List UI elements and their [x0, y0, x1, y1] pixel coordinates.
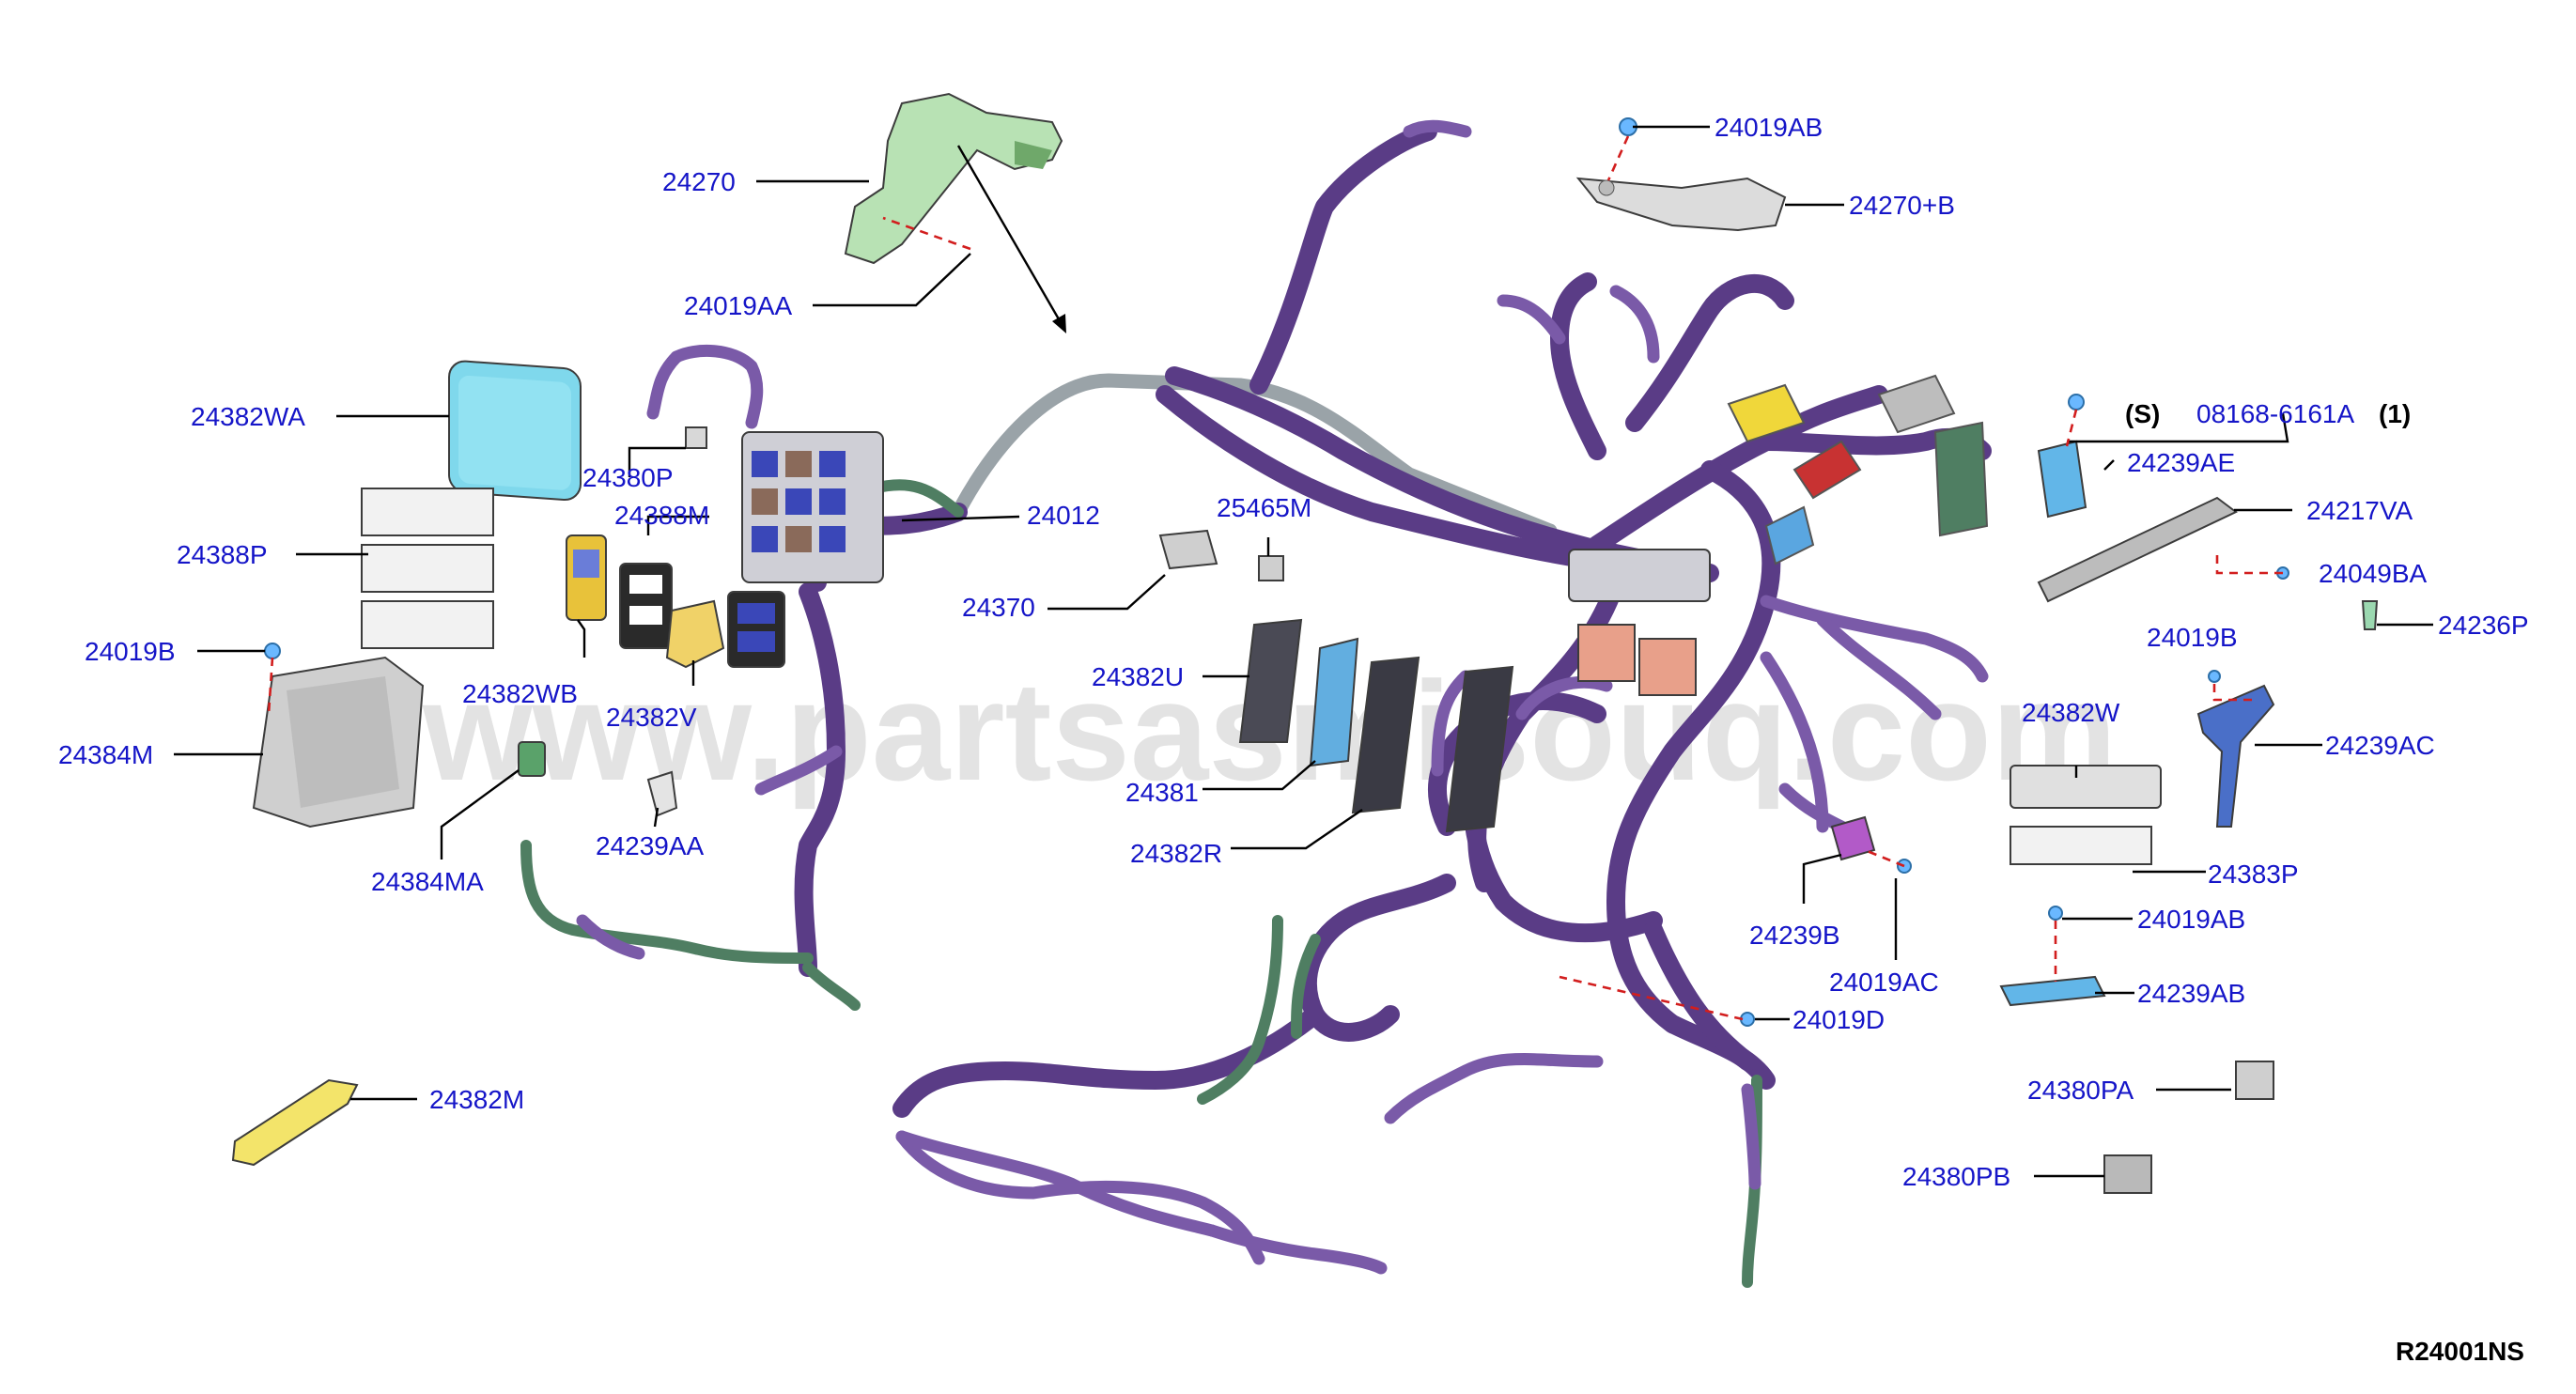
- bolt-08168-6161A[interactable]: [2068, 394, 2085, 410]
- callout-24380PA[interactable]: 24380PA: [2027, 1076, 2134, 1105]
- callout-08168-6161A[interactable]: 08168-6161A: [2196, 399, 2354, 428]
- connector-strip-24382M[interactable]: [231, 1078, 359, 1167]
- callout-24019B-right[interactable]: 24019B: [2147, 623, 2238, 652]
- callout-24239AA[interactable]: 24239AA: [596, 831, 705, 860]
- callout-24019AB-right[interactable]: 24019AB: [2137, 905, 2245, 934]
- bracket-24239AE[interactable]: [2037, 440, 2087, 519]
- connector-24380PA[interactable]: [2235, 1061, 2274, 1100]
- relay-frame-24388M[interactable]: [619, 563, 673, 649]
- callout-24239B[interactable]: 24239B: [1749, 921, 1840, 950]
- callout-24382M[interactable]: 24382M: [429, 1085, 524, 1114]
- fuse-box-cover-24382WA[interactable]: [448, 360, 582, 502]
- control-module-24384M[interactable]: [252, 656, 425, 829]
- bracket-24217VA[interactable]: [2037, 496, 2238, 603]
- callout-24380PB[interactable]: 24380PB: [1902, 1162, 2010, 1191]
- module-center[interactable]: [1445, 665, 1514, 833]
- connector-24380P[interactable]: [685, 426, 707, 449]
- relay-cover-24382V[interactable]: [665, 599, 725, 669]
- connector-25465M[interactable]: [1258, 555, 1284, 581]
- callout-24239AB[interactable]: 24239AB: [2137, 979, 2245, 1008]
- clip-24236P[interactable]: [2361, 600, 2379, 630]
- callout-24049BA[interactable]: 24049BA: [2319, 559, 2428, 588]
- callout-24383P[interactable]: 24383P: [2208, 860, 2299, 889]
- callout-24019AA[interactable]: 24019AA: [684, 291, 793, 320]
- callout-25465M[interactable]: 25465M: [1217, 493, 1311, 522]
- callout-24019AC[interactable]: 24019AC: [1829, 968, 1939, 997]
- diagram-code: R24001NS: [2396, 1337, 2524, 1366]
- module-24382R[interactable]: [1351, 656, 1420, 814]
- module-24382W[interactable]: [2010, 765, 2162, 809]
- callout-24381[interactable]: 24381: [1125, 778, 1199, 807]
- callout-24388M[interactable]: 24388M: [614, 501, 709, 530]
- callout-24019B-left[interactable]: 24019B: [85, 637, 176, 666]
- bolt-24019B-right[interactable]: [2208, 670, 2221, 683]
- callout-24388P[interactable]: 24388P: [177, 540, 268, 569]
- callout-24239AE[interactable]: 24239AE: [2127, 448, 2235, 477]
- bolt-24019D[interactable]: [1740, 1012, 1755, 1027]
- connector-24380PB[interactable]: [2103, 1154, 2152, 1194]
- callout-24019D[interactable]: 24019D: [1792, 1005, 1885, 1034]
- callout-24236P[interactable]: 24236P: [2438, 611, 2529, 640]
- bolt-24019AB-right[interactable]: [2048, 906, 2063, 921]
- callout-24217VA[interactable]: 24217VA: [2306, 496, 2413, 525]
- callout-24370[interactable]: 24370: [962, 593, 1035, 622]
- terminal-holders-24388P[interactable]: [361, 488, 494, 649]
- connector-24384MA[interactable]: [518, 741, 546, 777]
- bracket-24239AB[interactable]: [1999, 975, 2106, 1007]
- callout-24270[interactable]: 24270: [662, 167, 736, 196]
- bracket-24239AC[interactable]: [2196, 684, 2275, 828]
- connector-24370[interactable]: [1158, 529, 1218, 570]
- bracket-24239AA[interactable]: [646, 770, 678, 817]
- callout-24382W[interactable]: 24382W: [2022, 698, 2120, 727]
- bracket-24239B[interactable]: [1830, 815, 1876, 861]
- callout-24239AC[interactable]: 24239AC: [2325, 731, 2435, 760]
- callout-24384MA[interactable]: 24384MA: [371, 867, 484, 896]
- leader-lines: [174, 125, 2433, 1178]
- note-1: (1): [2379, 399, 2411, 428]
- callout-24380P[interactable]: 24380P: [582, 463, 674, 492]
- callout-24382R[interactable]: 24382R: [1130, 839, 1222, 868]
- callout-24019AB-top[interactable]: 24019AB: [1715, 113, 1823, 142]
- junction-box[interactable]: [1568, 374, 1989, 696]
- note-s: (S): [2125, 399, 2160, 428]
- callout-24382U[interactable]: 24382U: [1092, 662, 1184, 691]
- module-24382U[interactable]: [1238, 618, 1303, 743]
- terminal-holder-24383P[interactable]: [2010, 826, 2152, 865]
- bolt-24019B-left[interactable]: [264, 643, 281, 659]
- callout-24382WA[interactable]: 24382WA: [191, 402, 305, 431]
- bracket-24270B[interactable]: [1575, 177, 1787, 232]
- callout-24012[interactable]: 24012: [1027, 501, 1100, 530]
- callout-24382V[interactable]: 24382V: [606, 703, 697, 732]
- part-callouts: 24270 24019AA 24019AB 24270+B 24382WA 24…: [58, 113, 2529, 1191]
- callout-24270B[interactable]: 24270+B: [1849, 191, 1955, 220]
- connector-24381[interactable]: [1309, 637, 1359, 767]
- callout-24382WB[interactable]: 24382WB: [462, 679, 578, 708]
- fuse-block[interactable]: [727, 591, 785, 668]
- relay-box[interactable]: [741, 431, 884, 583]
- relay-holder-24382WB[interactable]: [566, 534, 607, 621]
- bracket-24270[interactable]: [844, 92, 1063, 265]
- callout-24384M[interactable]: 24384M: [58, 740, 153, 769]
